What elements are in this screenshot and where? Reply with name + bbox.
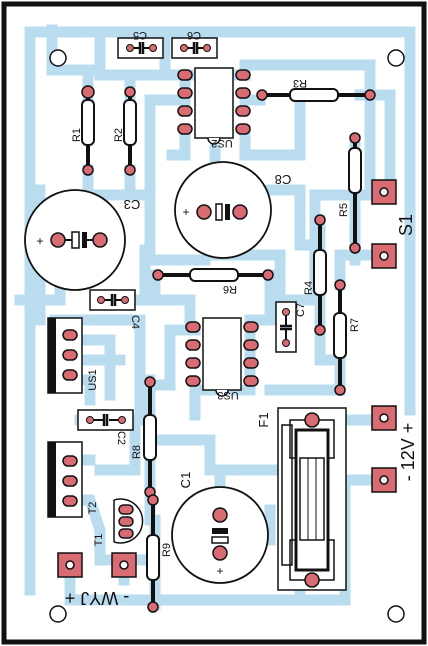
label-us1: US1 xyxy=(87,369,99,390)
label-r3: R3 xyxy=(293,77,307,89)
ic-us2 xyxy=(177,67,251,145)
capacitor-c1 xyxy=(171,486,269,584)
polarity-c1: + xyxy=(216,564,223,578)
label-c6: C6 xyxy=(187,29,201,41)
label-us3: US3 xyxy=(217,389,238,401)
label-c1: C1 xyxy=(178,472,193,489)
capacitor-c7 xyxy=(275,301,297,353)
pad-s1-b xyxy=(371,243,397,269)
label-c2: C2 xyxy=(115,431,127,445)
label-c4: C4 xyxy=(129,315,141,329)
polarity-c8: + xyxy=(182,205,189,219)
connector-pads xyxy=(57,179,397,578)
label-r4: R4 xyxy=(303,281,315,295)
ic-us3 xyxy=(185,317,259,397)
label-c3: C3 xyxy=(124,197,141,212)
label-r9: R9 xyxy=(161,543,173,557)
capacitor-c2 xyxy=(77,409,134,431)
capacitor-c5 xyxy=(117,37,164,59)
pad-12v-minus xyxy=(371,467,397,493)
mounting-holes xyxy=(49,49,405,623)
mounting-hole-bl xyxy=(49,605,67,623)
label-c5: C5 xyxy=(133,29,147,41)
pad-wyj-plus xyxy=(111,552,137,578)
pad-s1-a xyxy=(371,179,397,205)
resistor-r6 xyxy=(152,268,274,282)
transistor-t2 xyxy=(47,441,83,518)
resistor-r9 xyxy=(146,494,160,613)
label-r1: R1 xyxy=(71,128,83,142)
capacitor-c3 xyxy=(24,189,126,291)
resistor-r8 xyxy=(143,376,157,498)
resistor-r5 xyxy=(348,132,362,254)
capacitor-c8 xyxy=(174,161,272,259)
capacitor-c4 xyxy=(89,289,136,311)
label-r7: R7 xyxy=(349,318,361,332)
fuse-f1 xyxy=(277,407,347,591)
transistor-t1 xyxy=(113,498,144,544)
resistor-r7 xyxy=(333,279,347,396)
label-r5: R5 xyxy=(338,203,350,217)
mounting-hole-tr xyxy=(387,49,405,67)
mounting-hole-tl xyxy=(49,49,67,67)
resistor-r3 xyxy=(256,88,376,102)
label-t1: T1 xyxy=(93,534,105,547)
label-us2: US2 xyxy=(211,137,232,149)
resistor-r1 xyxy=(81,85,95,176)
regulator-us1 xyxy=(47,317,83,394)
label-r2: R2 xyxy=(113,128,125,142)
label-c7: C7 xyxy=(295,303,307,317)
pad-wyj-minus xyxy=(57,552,83,578)
label-s1: S1 xyxy=(396,214,416,236)
label-wyj: - WYJ + xyxy=(65,588,130,608)
label-r6: R6 xyxy=(223,283,237,295)
label-r8: R8 xyxy=(131,445,143,459)
polarity-c3: + xyxy=(36,234,43,248)
resistor-r4 xyxy=(313,214,327,336)
pad-12v-plus xyxy=(371,405,397,431)
resistor-r2 xyxy=(123,86,137,176)
capacitor-c6 xyxy=(171,37,218,59)
label-12v: - 12V + xyxy=(398,423,418,482)
label-f1: F1 xyxy=(256,412,271,427)
label-c8: C8 xyxy=(275,172,292,187)
label-t2: T2 xyxy=(87,502,99,515)
mounting-hole-br xyxy=(387,605,405,623)
